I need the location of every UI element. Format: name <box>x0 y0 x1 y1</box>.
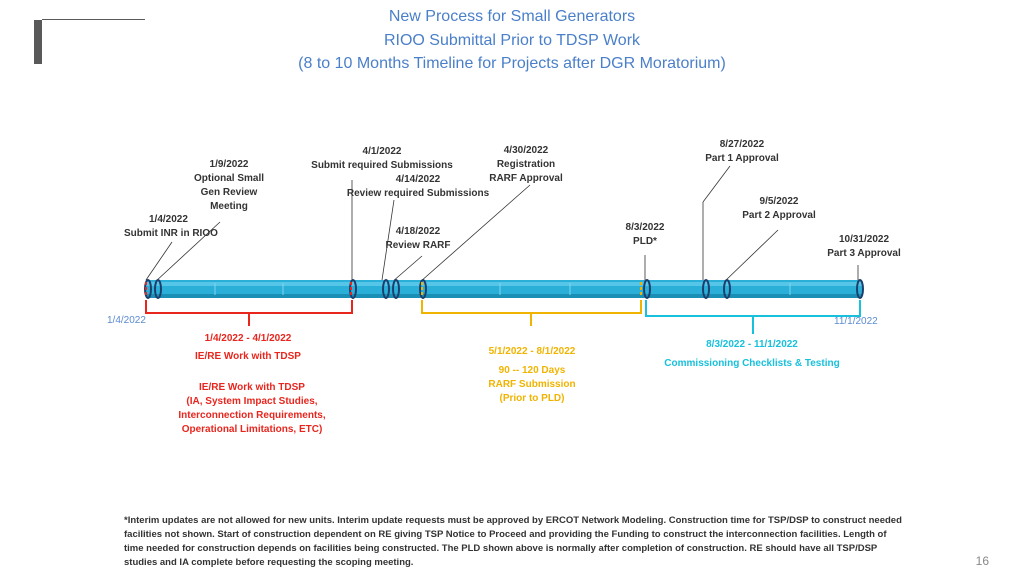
red-phase-title: IE/RE Work with TDSP <box>195 351 301 362</box>
milestone-rarf: 4/18/2022 Review RARF <box>385 226 451 251</box>
milestone-part1: 8/27/2022 Part 1 Approval <box>705 139 779 164</box>
ring-registration <box>419 279 427 299</box>
milestone-pld: 8/3/2022 PLD* <box>625 222 665 247</box>
ring-part2 <box>723 279 731 299</box>
corner-decoration-bar <box>34 20 42 64</box>
milestone-registration: 4/30/2022 Registration RARF Approval <box>489 145 563 184</box>
timeline-bar-highlight <box>146 282 862 286</box>
milestone-optional: 1/9/2022 Optional Small Gen Review Meeti… <box>193 159 265 212</box>
yellow-phase-range: 5/1/2022 - 8/1/2022 <box>488 346 576 357</box>
leader-part1-b <box>702 165 731 203</box>
milestone-submit: 4/1/2022 Submit required Submissions <box>311 146 453 171</box>
cyan-phase-title: Commissioning Checklists & Testing <box>664 358 840 369</box>
cyan-phase-bracket <box>645 300 861 334</box>
title-line-3: (8 to 10 Months Timeline for Projects af… <box>298 55 726 72</box>
ring-part3 <box>856 279 864 299</box>
red-phase-description: IE/RE Work with TDSP (IA, System Impact … <box>178 382 326 435</box>
title-line-1: New Process for Small Generators <box>388 8 636 25</box>
footnote: *Interim updates are not allowed for new… <box>124 515 902 568</box>
cyan-phase-range: 8/3/2022 - 11/1/2022 <box>706 339 798 350</box>
red-phase-bracket <box>145 300 353 326</box>
leader-registration <box>419 184 531 283</box>
corner-decoration-line <box>42 19 145 20</box>
milestone-review: 4/14/2022 Review required Submissions <box>346 174 490 199</box>
milestone-part2: 9/5/2022 Part 2 Approval <box>742 196 816 221</box>
leader-review <box>381 199 395 281</box>
ring-rarf <box>392 279 400 299</box>
page-number: 16 <box>975 554 989 568</box>
milestone-inr: 1/4/2022 Submit INR in RIOO <box>124 214 218 239</box>
axis-end-label: 11/1/2022 <box>834 316 878 327</box>
ring-pld <box>643 279 651 299</box>
title-line-2: RIOO Submittal Prior to TDSP Work <box>383 32 641 49</box>
yellow-phase-description: 90 -- 120 Days RARF Submission (Prior to… <box>488 365 576 404</box>
red-phase-range: 1/4/2022 - 4/1/2022 <box>204 333 292 344</box>
yellow-phase-bracket <box>421 300 642 326</box>
ring-optional <box>154 279 162 299</box>
leader-rarf <box>391 255 423 283</box>
ring-part1 <box>702 279 710 299</box>
timeline-bar-shadow <box>146 294 862 298</box>
axis-start-label: 1/4/2022 <box>107 315 146 326</box>
leader-optional <box>154 221 221 283</box>
milestone-part3: 10/31/2022 Part 3 Approval <box>827 234 901 259</box>
leader-inr <box>145 241 173 281</box>
leader-part2 <box>723 229 779 283</box>
ring-review <box>382 279 390 299</box>
